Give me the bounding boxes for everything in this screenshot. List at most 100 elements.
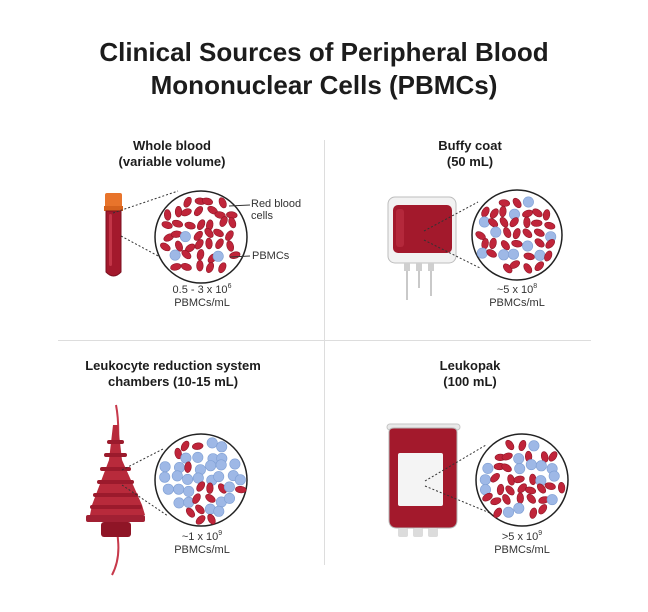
label-red-blood-cells: Red blood cells bbox=[251, 198, 301, 222]
pbmc-cell bbox=[229, 458, 241, 470]
panel-title-line: chambers (10-15 mL) bbox=[107, 374, 239, 389]
red-blood-cell bbox=[218, 262, 227, 274]
red-blood-cell bbox=[226, 240, 235, 252]
red-blood-cell bbox=[517, 483, 527, 494]
red-blood-cell bbox=[184, 461, 192, 473]
red-blood-cell bbox=[215, 238, 224, 249]
red-blood-cell bbox=[180, 208, 192, 217]
red-blood-cell bbox=[194, 239, 204, 250]
pbmc-cell bbox=[213, 471, 225, 483]
red-blood-cell bbox=[500, 240, 510, 251]
lrs-chamber-icon bbox=[86, 404, 145, 576]
concentration-value: ~1 x 109 bbox=[181, 530, 223, 543]
red-blood-cell bbox=[493, 507, 503, 518]
panel-title-line: Whole blood bbox=[133, 138, 211, 153]
pbmc-cell bbox=[502, 506, 514, 518]
concentration-unit: PBMCs/mL bbox=[494, 544, 550, 556]
red-blood-cell bbox=[195, 515, 206, 525]
red-blood-cell bbox=[501, 463, 512, 473]
red-blood-cell bbox=[540, 451, 549, 463]
red-blood-cell bbox=[538, 504, 548, 515]
red-blood-cell bbox=[496, 483, 505, 496]
concentration-lrs: ~1 x 109 PBMCs/mL bbox=[152, 530, 252, 557]
panel-title-buffy-coat: Buffy coat (50 mL) bbox=[370, 138, 570, 170]
pbmc-cell bbox=[173, 483, 185, 495]
concentration-leukopak: >5 x 109 PBMCs/mL bbox=[472, 530, 572, 557]
pbmc-cell bbox=[479, 474, 491, 486]
pbmc-cell bbox=[223, 481, 235, 493]
red-blood-cell bbox=[511, 240, 523, 248]
concentration-value: ~5 x 108 bbox=[496, 283, 538, 296]
red-blood-cell bbox=[502, 494, 511, 505]
panel-title-line: (variable volume) bbox=[118, 154, 226, 169]
pbmc-cell bbox=[513, 502, 525, 514]
vertical-divider bbox=[324, 140, 325, 565]
pbmc-cell bbox=[548, 470, 560, 482]
pbmc-cell bbox=[171, 470, 183, 482]
panel-title-lrs-chambers: Leukocyte reduction system chambers (10-… bbox=[58, 358, 288, 390]
pbmc-cell bbox=[173, 497, 185, 509]
red-blood-cell bbox=[193, 230, 203, 241]
pbmc-cell bbox=[162, 483, 174, 495]
red-blood-cell bbox=[544, 250, 553, 262]
panel-title-whole-blood: Whole blood (variable volume) bbox=[62, 138, 282, 170]
red-blood-cell bbox=[183, 196, 192, 208]
pbmc-cell bbox=[212, 250, 224, 262]
red-blood-cell bbox=[557, 482, 566, 494]
red-blood-cell bbox=[531, 219, 543, 227]
horizontal-divider bbox=[58, 340, 591, 341]
red-blood-cell bbox=[218, 197, 227, 209]
red-blood-cell bbox=[490, 497, 502, 506]
red-blood-cell bbox=[205, 262, 215, 274]
red-blood-cell bbox=[489, 208, 499, 219]
blood-tube-icon bbox=[104, 193, 123, 277]
pbmc-cell bbox=[192, 472, 204, 484]
pbmc-cell bbox=[546, 494, 558, 506]
red-blood-cell bbox=[184, 221, 196, 230]
pbmc-cell bbox=[234, 474, 246, 486]
pbmc-cell bbox=[507, 248, 519, 260]
buffy-coat-bag-icon bbox=[387, 196, 457, 300]
red-blood-cell bbox=[174, 206, 183, 218]
pbmc-cell bbox=[528, 440, 540, 452]
red-blood-cell bbox=[193, 206, 204, 217]
concentration-unit: PBMCs/mL bbox=[174, 544, 230, 556]
red-blood-cell bbox=[225, 230, 234, 241]
pbmc-cell bbox=[183, 496, 195, 508]
label-pbmcs: PBMCs bbox=[252, 250, 290, 262]
red-blood-cell bbox=[512, 197, 522, 209]
red-blood-cell bbox=[499, 205, 507, 218]
red-blood-cell bbox=[171, 219, 184, 228]
red-blood-cell bbox=[503, 227, 512, 239]
leukopak-bag-icon bbox=[386, 423, 461, 537]
red-blood-cell bbox=[534, 261, 545, 272]
red-blood-cell bbox=[207, 513, 216, 525]
panel-title-line: (100 mL) bbox=[443, 374, 497, 389]
pbmc-cell bbox=[525, 459, 537, 471]
red-blood-cell bbox=[205, 493, 216, 503]
red-blood-cell bbox=[489, 237, 497, 250]
red-blood-cell bbox=[501, 452, 513, 461]
pbmc-cell bbox=[498, 249, 510, 261]
red-blood-cell bbox=[490, 472, 500, 483]
pbmc-cell bbox=[183, 485, 195, 497]
red-blood-cell bbox=[505, 485, 515, 496]
pbmc-cell bbox=[476, 247, 488, 259]
panel-title-line: Leukopak bbox=[439, 358, 501, 373]
red-blood-cell bbox=[524, 486, 537, 495]
red-blood-cell bbox=[523, 263, 533, 274]
red-blood-cell bbox=[522, 228, 533, 239]
red-blood-cell bbox=[518, 439, 527, 452]
magnified-cells-whole-blood bbox=[154, 190, 248, 284]
pbmc-cell bbox=[535, 460, 547, 472]
pbmc-cell bbox=[224, 492, 236, 504]
red-blood-cell bbox=[509, 217, 519, 228]
red-blood-cell bbox=[499, 216, 509, 228]
red-blood-cell bbox=[181, 249, 192, 260]
red-blood-cell bbox=[192, 493, 201, 504]
red-blood-cell bbox=[235, 485, 247, 494]
pbmc-cell bbox=[192, 451, 204, 463]
concentration-value: 0.5 - 3 x 106 bbox=[172, 283, 232, 296]
red-blood-cell bbox=[482, 492, 493, 502]
